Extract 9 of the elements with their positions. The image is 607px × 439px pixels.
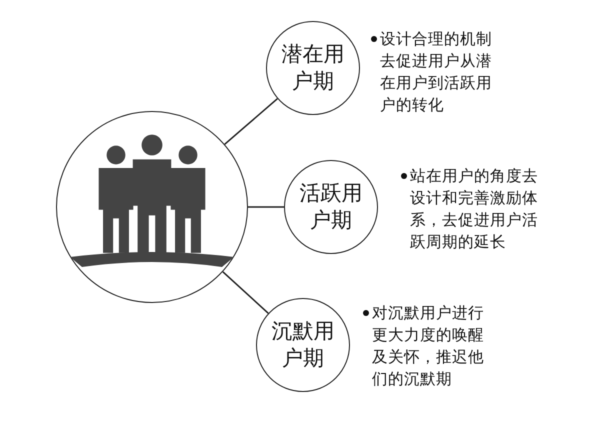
stage-name: 潜在用户期 [280, 41, 346, 95]
description-text: 对沉默用户进行更大力度的唤醒及关怀，推迟他们的沉默期 [372, 303, 484, 390]
stage-name: 沉默用户期 [270, 318, 336, 372]
description-text: 站在用户的角度去设计和完善激励体系，去促进用户活跃周期的延长 [410, 166, 538, 253]
connector-line [248, 206, 284, 208]
connector-line [224, 98, 278, 145]
stage-name: 活跃用户期 [298, 180, 364, 234]
description-text: 设计合理的机制去促进用户从潜在用户到活跃用户的转化 [380, 29, 492, 116]
connector-line [222, 271, 269, 314]
